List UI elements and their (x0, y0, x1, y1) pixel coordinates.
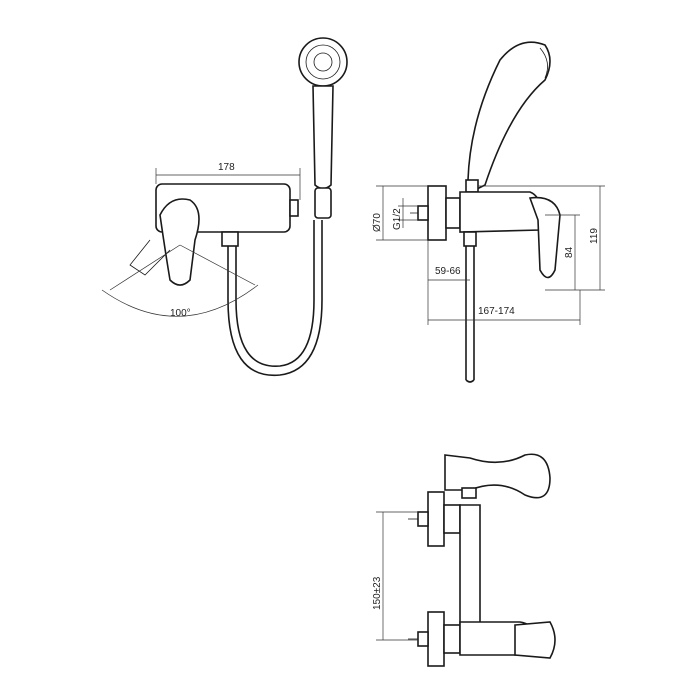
front-view: 178 100° (101, 37, 348, 377)
wall-plate-lower (427, 611, 445, 667)
wall-plate-upper (427, 491, 445, 547)
mixer-body-side (459, 191, 541, 233)
mixer-body-vertical (459, 504, 481, 641)
dim-thread: G1/2 (392, 208, 403, 230)
dim-angle: 100° (170, 308, 191, 319)
dim-height-large: 119 (589, 228, 600, 244)
lever-handle-front (159, 198, 200, 286)
lever-handle-bottom (514, 621, 556, 659)
dim-centres: 150±23 (372, 576, 383, 610)
wall-plate (427, 185, 447, 241)
bottom-view: 150±23 (372, 453, 556, 667)
side-view: Ø70 G1/2 59-66 167-174 84 119 (372, 41, 605, 383)
mixer-body-front (129, 183, 299, 286)
hand-shower-front (298, 37, 348, 219)
dim-depth: 167-174 (478, 306, 515, 317)
lever-handle-side (528, 196, 561, 279)
dim-offset: 59-66 (435, 266, 461, 277)
hose-side (465, 246, 475, 383)
hand-shower-bottom (444, 453, 551, 499)
dim-width: 178 (218, 162, 235, 173)
dim-diameter: Ø70 (372, 213, 383, 232)
dim-height-small: 84 (564, 246, 575, 258)
hose-front (227, 220, 323, 377)
hand-shower-side (467, 41, 551, 192)
